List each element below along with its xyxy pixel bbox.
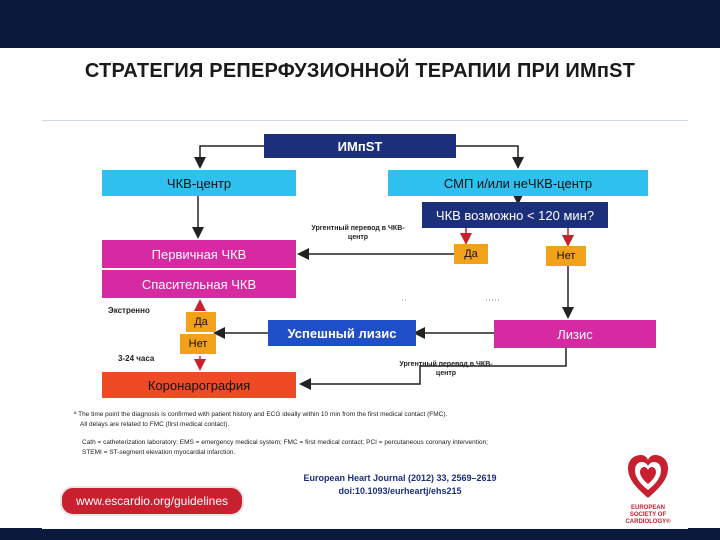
rescue-pci-label: Спасительная ЧКВ: [141, 276, 257, 292]
no-box-2: Нет: [180, 334, 216, 354]
urgent-transfer-top-label: Ургентный перевод в ЧКВ-центр: [311, 225, 405, 241]
pci-center-box: ЧКВ-центр: [102, 170, 296, 196]
yes-box-1: Да: [454, 244, 488, 264]
angiography-label: Коронарография: [147, 377, 251, 393]
journal-doi: doi:10.1093/eurheartj/ehs215: [338, 486, 462, 496]
lysis-box: Лизис: [494, 320, 656, 348]
successful-lysis-label: Успешный лизис: [287, 325, 397, 341]
esc-heart-icon: [628, 455, 668, 498]
rescue-pci-box: Спасительная ЧКВ: [102, 270, 296, 298]
ems-label: СМП и/или неЧКВ-центр: [443, 175, 593, 191]
abbrev-2: STEMI = ST-segment elevation myocardial …: [82, 449, 236, 456]
yes-label-2: Да: [194, 316, 208, 328]
bottom-bar: [0, 528, 720, 540]
primary-pci-label: Первичная ЧКВ: [151, 246, 247, 262]
emergency-label: Экстренно: [108, 306, 150, 315]
journal-reference: European Heart Journal (2012) 33, 2569–2…: [280, 472, 520, 498]
hours-label: 3-24 часа: [118, 354, 155, 363]
footnote-1: ª The time point the diagnosis is confir…: [74, 411, 448, 418]
stemi-box: ИМпST: [264, 134, 456, 158]
journal-citation: European Heart Journal (2012) 33, 2569–2…: [303, 473, 497, 483]
lysis-label: Лизис: [557, 326, 593, 342]
angiography-box: Коронарография: [102, 372, 296, 398]
footnote-2: All delays are related to FMC (first med…: [80, 421, 230, 428]
pci-possible-label: ЧКВ возможно < 120 мин?: [435, 207, 595, 223]
abbrev-1: Cath = catheterization laboratory; EMS =…: [82, 439, 489, 446]
esc-logo-text: EUROPEAN SOCIETY OF CARDIOLOGY®: [625, 505, 671, 525]
guidelines-link[interactable]: www.escardio.org/guidelines: [60, 486, 244, 516]
successful-lysis-box: Успешный лизис: [268, 320, 416, 346]
primary-pci-box: Первичная ЧКВ: [102, 240, 296, 268]
no-label-1: Нет: [556, 250, 576, 262]
yes-box-2: Да: [186, 312, 216, 332]
no-label-2: Нет: [188, 338, 208, 350]
no-box-1: Нет: [546, 246, 586, 266]
urgent-transfer-bottom-label: Ургентный перевод в ЧКВ-центр: [399, 361, 493, 377]
top-bar: [0, 0, 720, 48]
slide-title: СТРАТЕГИЯ РЕПЕРФУЗИОННОЙ ТЕРАПИИ ПРИ ИМп…: [84, 60, 636, 82]
yes-label-1: Да: [464, 248, 478, 260]
stemi-label: ИМпST: [337, 138, 383, 154]
pci-center-label: ЧКВ-центр: [166, 175, 232, 191]
ems-box: СМП и/или неЧКВ-центр: [388, 170, 648, 196]
pci-possible-box: ЧКВ возможно < 120 мин?: [422, 202, 608, 228]
